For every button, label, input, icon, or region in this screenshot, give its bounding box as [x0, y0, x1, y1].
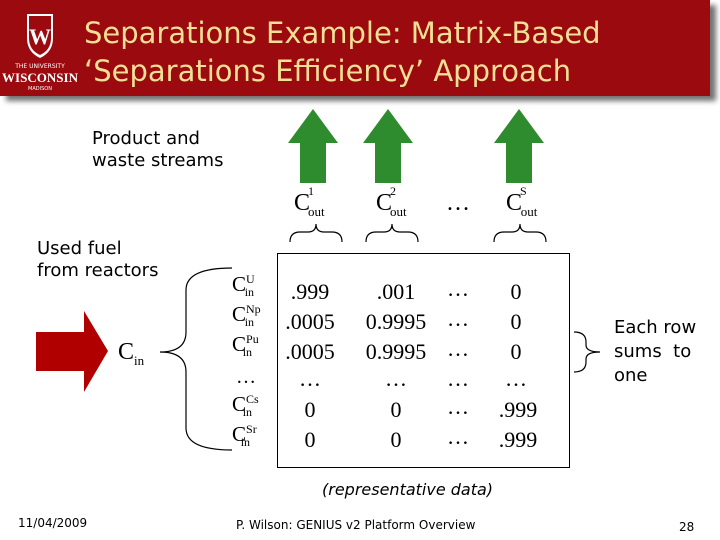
crest-letter: W	[29, 24, 51, 49]
rowsum-line-1: Each row	[614, 317, 697, 338]
data-caption: (representative data)	[322, 480, 494, 499]
matrix-cell: …	[299, 366, 321, 391]
matrix-cell: 0	[304, 427, 316, 452]
slide-title: Separations Example: Matrix-Based ‘Separ…	[84, 14, 704, 90]
logo-wisconsin-text: WISCONSIN	[2, 70, 79, 85]
row-label-np: CNpin	[232, 302, 261, 330]
matrix-cell: …	[447, 366, 469, 391]
matrix-cell: 0	[390, 427, 402, 452]
input-vector-label: Cin	[118, 339, 145, 368]
column-header-s: CSout	[506, 184, 538, 219]
rowsum-line-2: sums to	[614, 341, 692, 362]
matrix-cell: 0	[510, 339, 522, 364]
rowsum-line-3: one	[614, 365, 648, 386]
column-header-1: C1out	[294, 184, 325, 219]
row-label-cs: CCsin	[232, 392, 259, 420]
separation-matrix: .999 .001 … 0 .0005 0.9995 … 0 .0005 0.9…	[277, 253, 570, 468]
row-label-sr: CSrin	[232, 422, 257, 450]
matrix-cell: .0005	[285, 309, 335, 334]
matrix-cell: .0005	[285, 339, 335, 364]
row-label-ellipsis: …	[236, 366, 256, 388]
fuel-label-line-1: Used fuel	[37, 238, 122, 259]
input-arrow	[36, 311, 108, 392]
up-arrow-3	[494, 109, 544, 183]
matrix-cell: 0	[390, 397, 402, 422]
matrix-cell: …	[447, 394, 469, 419]
matrix-cell: …	[447, 424, 469, 449]
matrix-cell: 0.9995	[365, 309, 427, 334]
matrix-cell: 0	[304, 397, 316, 422]
slide-number: 28	[679, 520, 695, 534]
matrix-cell: .999	[498, 427, 538, 452]
up-arrow-2	[363, 109, 413, 183]
title-banner: W THE UNIVERSITY WISCONSIN MADISON Separ…	[0, 0, 710, 96]
product-label-line-2: waste streams	[92, 150, 224, 171]
column-brace-3	[493, 223, 547, 243]
matrix-cell: .001	[376, 279, 416, 304]
matrix-cell: …	[447, 276, 469, 301]
row-label-pu: CPuin	[232, 332, 259, 360]
footer-date: 11/04/2009	[18, 516, 88, 530]
row-label-u: CUin	[232, 272, 255, 300]
row-sum-note: Each row sums to one	[614, 316, 696, 388]
used-fuel-label: Used fuel from reactors	[37, 238, 158, 282]
matrix-cell: .999	[498, 397, 538, 422]
up-arrow-1	[288, 109, 338, 183]
product-label-line-1: Product and	[92, 128, 200, 149]
uw-madison-logo: W THE UNIVERSITY WISCONSIN MADISON	[0, 8, 80, 93]
column-header-2: C2out	[376, 184, 407, 219]
matrix-cell: 0	[510, 279, 522, 304]
product-streams-label: Product and waste streams	[92, 128, 223, 172]
matrix-cell: …	[447, 336, 469, 361]
fuel-label-line-2: from reactors	[37, 260, 159, 281]
title-line-1: Separations Example: Matrix-Based	[84, 16, 601, 50]
column-header-ellipsis: …	[446, 190, 470, 216]
matrix-cell: 0.9995	[365, 339, 427, 364]
input-brace	[159, 267, 233, 451]
logo-madison-text: MADISON	[28, 86, 52, 92]
matrix-cell: …	[447, 306, 469, 331]
logo-university-text: THE UNIVERSITY	[14, 63, 65, 70]
matrix-cell: 0	[510, 309, 522, 334]
rowsum-brace	[573, 331, 601, 373]
title-line-2: ‘Separations Efficiency’ Approach	[84, 54, 572, 88]
matrix-cell: …	[385, 366, 407, 391]
column-brace-1	[289, 223, 343, 243]
footer-presenter: P. Wilson: GENIUS v2 Platform Overview	[236, 518, 476, 532]
matrix-cell: …	[505, 366, 527, 391]
matrix-cell: .999	[290, 279, 330, 304]
column-brace-2	[365, 223, 419, 243]
